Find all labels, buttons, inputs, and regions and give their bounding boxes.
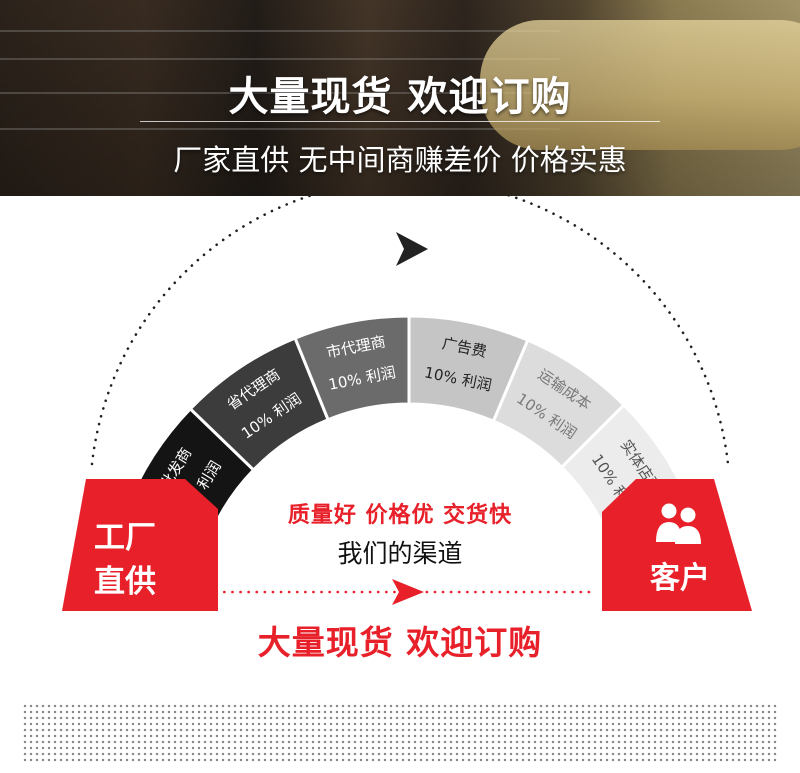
direct-arrow-icon bbox=[392, 579, 424, 605]
customers-icon bbox=[656, 503, 701, 544]
hero-banner: 大量现货 欢迎订购 厂家直供 无中间商赚差价 价格实惠 bbox=[0, 0, 800, 196]
banner-subtitle: 厂家直供 无中间商赚差价 价格实惠 bbox=[173, 143, 627, 177]
factory-label-line2: 直供 bbox=[94, 564, 156, 600]
customer-label: 客户 bbox=[650, 561, 710, 596]
factory-label-line1: 工厂 bbox=[94, 520, 156, 556]
shelf-line bbox=[0, 92, 560, 94]
customer-box bbox=[602, 479, 752, 611]
advantages-text: 质量好 价格优 交货快 bbox=[287, 503, 513, 528]
dot-pattern bbox=[22, 703, 778, 763]
channel-diagram: 总批发商10% 利润省代理商10% 利润市代理商10% 利润广告费10% 利润运… bbox=[62, 196, 752, 611]
shelf-line bbox=[0, 128, 560, 130]
factory-box bbox=[62, 479, 218, 611]
banner-title: 大量现货 欢迎订购 bbox=[228, 74, 572, 120]
arc-arrow-icon bbox=[396, 232, 428, 266]
shelf-line bbox=[0, 30, 560, 32]
dotted-arc bbox=[90, 196, 730, 466]
banner-divider bbox=[140, 121, 660, 122]
shelf-line bbox=[0, 58, 560, 60]
fabric-roll bbox=[480, 20, 800, 150]
our-channel-text: 我们的渠道 bbox=[337, 539, 463, 568]
bottom-title: 大量现货 欢迎订购 bbox=[257, 623, 543, 662]
